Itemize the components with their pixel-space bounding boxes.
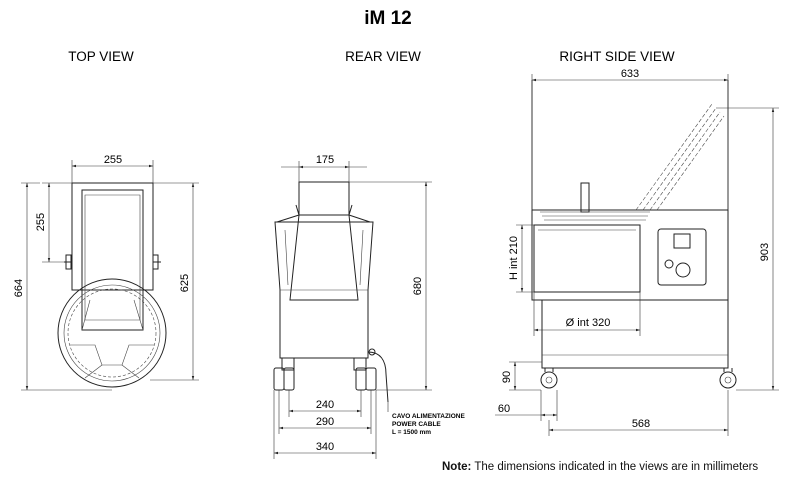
cable-label-2: POWER CABLE (392, 421, 441, 428)
note-text: The dimensions indicated in the views ar… (471, 461, 759, 473)
dim-rear-total: 340 (316, 441, 334, 453)
dim-side-foot-width: 60 (498, 403, 510, 415)
dim-side-depth: 633 (621, 68, 639, 80)
dim-side-bowl-diameter: Ø int 320 (566, 317, 611, 329)
drawing-title: iM 12 (364, 8, 412, 29)
cable-label-1: CAVO ALIMENTAZIONE (392, 413, 465, 420)
dim-rear-height: 680 (412, 277, 424, 295)
dim-top-width: 255 (104, 154, 122, 166)
dim-side-height: 903 (759, 243, 771, 261)
dim-top-offset: 255 (35, 213, 47, 231)
dim-side-bowl-height: H int 210 (508, 236, 520, 280)
top-view-drawing: 255 255 664 625 (13, 154, 199, 391)
note-label: Note: (442, 461, 472, 473)
top-view-label: TOP VIEW (68, 49, 134, 64)
dim-top-length: 664 (13, 279, 25, 297)
rear-view-drawing: 175 680 240 290 340 CAVO ALIMENTAZIONE P… (273, 154, 465, 459)
dim-rear-wheels-1: 240 (316, 399, 334, 411)
dim-top-length-inner: 625 (179, 274, 191, 292)
rear-view-label: REAR VIEW (345, 49, 421, 64)
side-view-drawing: 633 903 H int 210 Ø int 320 90 60 568 (495, 68, 779, 436)
dim-side-base: 568 (632, 418, 650, 430)
footnote: Note: The dimensions indicated in the vi… (442, 461, 758, 473)
dim-rear-wheels-2: 290 (316, 416, 334, 428)
side-view-label: RIGHT SIDE VIEW (559, 49, 675, 64)
cable-label-3: L = 1500 mm (392, 429, 431, 436)
dim-rear-top: 175 (316, 154, 334, 166)
dim-side-foot-height: 90 (501, 371, 513, 383)
